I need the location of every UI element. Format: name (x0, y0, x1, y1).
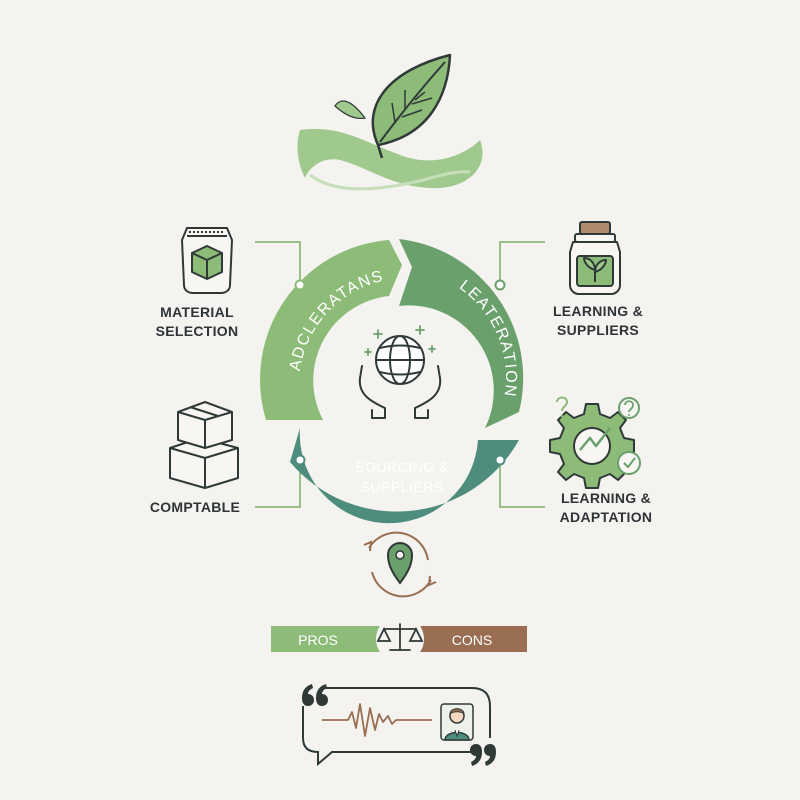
open-quote-icon (302, 684, 328, 706)
jar-sprout-icon (569, 221, 621, 295)
segment-top-left (260, 240, 402, 420)
learning-adaptation-label-line1: LEARNING & (561, 490, 651, 506)
material-selection-label-line2: SELECTION (156, 323, 239, 339)
pros-cons-bar: PROS CONS (271, 615, 527, 663)
location-cycle-icon (363, 531, 437, 598)
segment-right (399, 239, 524, 428)
leaf-ribbon-logo (297, 53, 483, 191)
cycle-ring (260, 239, 524, 524)
segment-bottom-label-line1: SOURCING & (355, 459, 449, 475)
learning-suppliers-label-line2: SUPPLIERS (557, 322, 639, 338)
leaf-small-icon (334, 100, 367, 120)
connector-lines (255, 241, 545, 508)
gear-adaptation-icon (549, 396, 641, 489)
segment-bottom-label-line2: SUPPLIERS (360, 479, 443, 495)
scale-icon (376, 623, 424, 651)
cons-label: CONS (452, 632, 492, 648)
close-quote-icon (470, 744, 496, 766)
learning-adaptation-label-line2: ADAPTATION (560, 509, 653, 525)
material-bag-icon (181, 227, 233, 294)
hands-globe-icon (358, 335, 442, 419)
pros-label: PROS (298, 632, 338, 648)
learning-suppliers-label-line1: LEARNING & (553, 303, 643, 319)
comptable-label: COMPTABLE (150, 499, 240, 515)
material-selection-label-line1: MATERIAL (160, 304, 234, 320)
person-avatar-icon (440, 703, 474, 741)
sparkle-icons (364, 325, 436, 356)
quote-box (302, 684, 496, 767)
boxes-icon (169, 401, 239, 489)
segment-bottom (290, 428, 519, 524)
waveform-icon (322, 703, 432, 737)
ribbon-shape (297, 129, 483, 189)
